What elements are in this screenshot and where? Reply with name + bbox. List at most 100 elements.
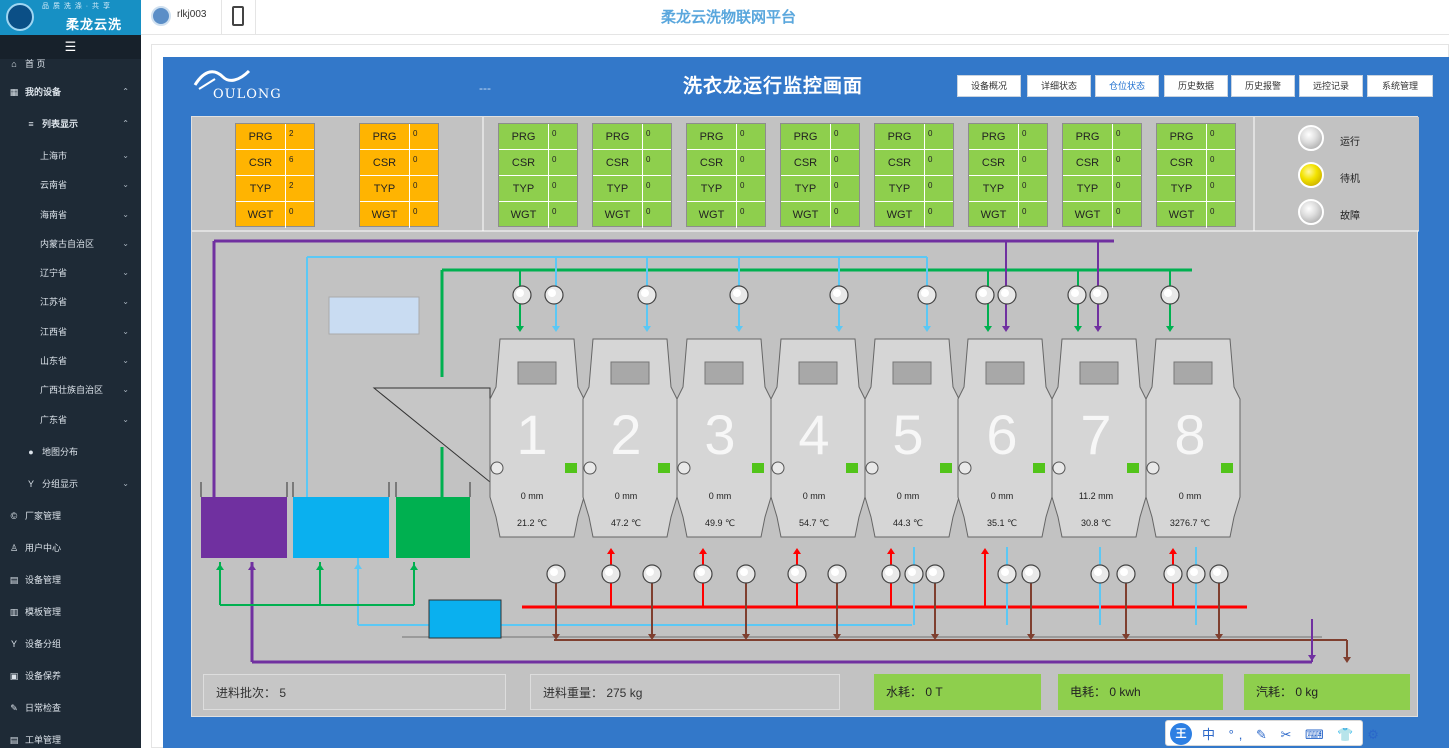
chamber-number: 4 [798,403,830,466]
valve-highlight [908,568,916,576]
app-title: 柔龙云洗物联网平台 [661,9,797,26]
sidebar-item[interactable]: ▤设备管理 [0,571,141,589]
status-label: 待机 [1340,174,1360,185]
oulong-logo: OULONG [193,67,293,103]
param-key: PRG [236,124,286,150]
sidebar-item[interactable]: ▥模板管理 [0,603,141,621]
param-value: 0 [834,181,839,190]
avatar[interactable] [151,6,171,26]
chamber-indicator [1127,463,1139,473]
sidebar-item[interactable]: 内蒙古自治区⌄ [0,235,141,253]
chevron-down-icon: ⌄ [122,356,129,365]
sidebar-item-label: 设备分组 [25,639,62,649]
sidebar-item[interactable]: 海南省⌄ [0,206,141,224]
sidebar-item[interactable]: ▦我的设备⌃ [0,83,141,101]
sidebar-item-label: 辽宁省 [40,268,68,278]
chamber-window [704,361,744,385]
sidebar-item-label: 厂家管理 [25,511,62,521]
globe-logo-icon [6,3,34,31]
chamber-temp: 21.2 ℃ [516,518,548,528]
sidebar-item[interactable]: ●地图分布 [0,443,141,461]
chamber-temp: 54.7 ℃ [798,518,830,528]
arrow-icon [1215,634,1223,640]
arrow-icon [1002,326,1010,332]
param-key: CSR [781,150,831,176]
sidebar-item[interactable]: ⌂首 页 [0,55,141,73]
sidebar-item[interactable]: ≡列表显示⌃ [0,115,141,133]
param-key: PRG [969,124,1019,150]
arrow-icon [833,634,841,640]
arrow-icon [1169,548,1177,554]
sidebar-item[interactable]: 山东省⌄ [0,352,141,370]
arrow-icon [699,548,707,554]
ime-toolbar[interactable]: 王 中 °, ✎ ✂ ⌨ 👕 ⚙ [1165,720,1379,746]
sidebar-item-label: 江西省 [40,327,68,337]
sidebar-item[interactable]: ▤工单管理 [0,731,141,748]
sidebar-item[interactable]: 江西省⌄ [0,323,141,341]
sidebar-item[interactable]: ©厂家管理 [0,507,141,525]
template-icon: ▥ [9,607,19,617]
sidebar-item[interactable]: ✎日常检查 [0,699,141,717]
logo[interactable]: 品 质 洗 涤 · 共 享 柔龙云洗 [0,0,141,35]
washer-chamber [489,338,585,538]
mobile-icon[interactable] [232,6,244,26]
chevron-down-icon: ⌄ [122,210,129,219]
sidebar-item[interactable]: 上海市⌄ [0,147,141,165]
param-key: WGT [360,202,410,228]
param-key: WGT [875,202,925,228]
sidebar: 品 质 洗 涤 · 共 享 柔龙云洗 ☰ ⌂首 页 ▦我的设备⌃ ≡列表显示⌃ 上海市… [0,0,141,748]
arrow-icon [516,326,524,332]
param-key: WGT [781,202,831,228]
param-value: 0 [646,155,651,164]
chamber-indicator [846,463,858,473]
sidebar-item[interactable]: 广东省⌄ [0,411,141,429]
sidebar-item[interactable]: 江苏省⌄ [0,293,141,311]
param-value: 0 [1022,155,1027,164]
arrow-icon [887,548,895,554]
nav-button[interactable]: 系统管理 [1367,75,1433,97]
sidebar-item[interactable]: ▣设备保养 [0,667,141,685]
sidebar-item[interactable]: ♙用户中心 [0,539,141,557]
ime-tools[interactable]: 中 °, ✎ ✂ ⌨ 👕 ⚙ [1202,727,1384,742]
nav-button[interactable]: 历史数据 [1164,75,1228,97]
param-key: PRG [1063,124,1113,150]
nav-button[interactable]: 远控记录 [1299,75,1363,97]
valve-highlight [1120,568,1128,576]
sidebar-item-label: 地图分布 [42,447,79,457]
chamber-level: 0 mm [990,491,1014,501]
nav-button[interactable]: 仓位状态 [1095,75,1159,97]
sidebar-item[interactable]: 广西壮族自治区⌄ [0,381,141,399]
sidebar-item[interactable]: 云南省⌄ [0,176,141,194]
username[interactable]: rlkj003 [177,9,207,20]
param-value: 0 [928,129,933,138]
chamber-window [892,361,932,385]
chamber-level: 0 mm [614,491,638,501]
param-key: PRG [781,124,831,150]
valve-highlight [979,289,987,297]
menu-toggle-icon[interactable]: ☰ [0,35,141,59]
param-key: CSR [687,150,737,176]
param-key: TYP [969,176,1019,202]
nav-button[interactable]: 历史报警 [1231,75,1295,97]
status-label: 运行 [1340,137,1360,148]
param-key: WGT [593,202,643,228]
sidebar-item[interactable]: 辽宁省⌄ [0,264,141,282]
power-consumption: 电耗： 0 kwh [1058,674,1223,710]
ime-logo[interactable]: 王 [1170,723,1192,745]
nav-button[interactable]: 设备概况 [957,75,1021,97]
param-value: 0 [1210,155,1215,164]
sidebar-item-label: 内蒙古自治区 [40,239,95,249]
nav-button[interactable]: 详细状态 [1027,75,1091,97]
